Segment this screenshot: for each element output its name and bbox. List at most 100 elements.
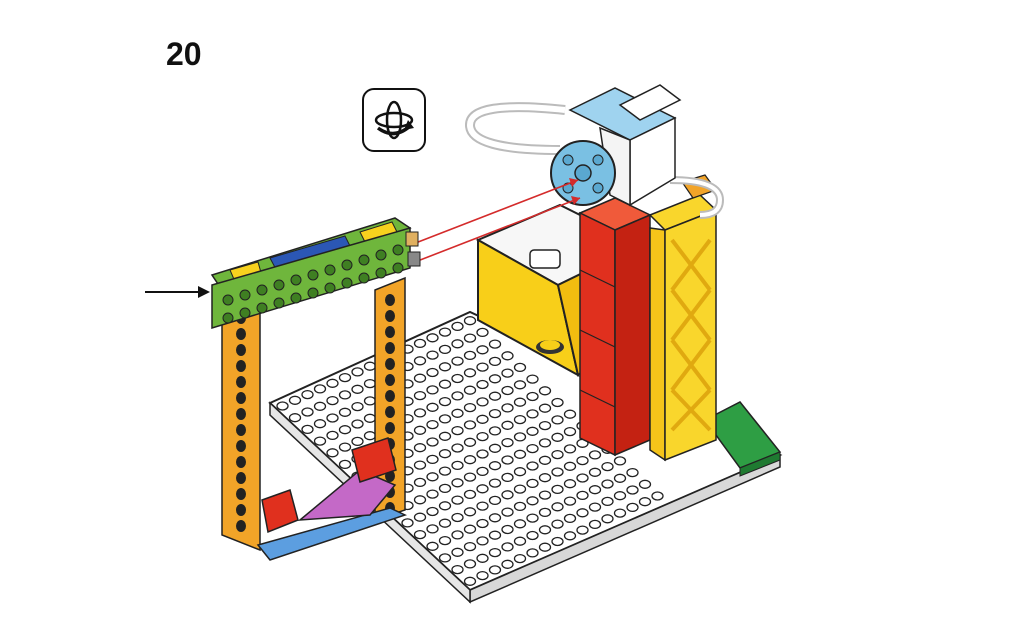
plate-stud <box>351 367 364 377</box>
plate-stud <box>576 508 589 518</box>
plate-stud <box>563 531 577 541</box>
plate-stud <box>438 518 452 528</box>
beam-hole <box>385 310 395 322</box>
plate-stud <box>613 491 627 501</box>
plate-stud <box>563 444 577 454</box>
plate-stud <box>313 419 327 429</box>
plate-stud <box>438 327 452 337</box>
plate-stud <box>413 356 427 366</box>
plate-stud <box>513 553 527 564</box>
plate-stud <box>488 339 502 349</box>
plate-stud <box>463 507 477 517</box>
plate-stud <box>351 419 364 429</box>
plate-stud <box>476 553 489 563</box>
plate-stud <box>451 530 464 540</box>
plate-stud <box>488 374 502 384</box>
plate-stud <box>438 414 452 424</box>
plate-stud <box>551 467 564 477</box>
plate-stud <box>501 472 514 483</box>
plate-stud <box>313 401 327 411</box>
plate-stud <box>338 372 352 383</box>
plate-stud <box>351 401 364 412</box>
plate-stud <box>551 502 564 512</box>
plate-stud <box>463 333 477 343</box>
plate-stud <box>451 339 464 349</box>
plate-stud <box>413 529 427 540</box>
plate-stud <box>426 402 439 412</box>
beam-hole <box>307 287 319 299</box>
plate-stud <box>413 460 427 470</box>
plate-stud <box>363 431 377 441</box>
plate-stud <box>463 455 477 465</box>
plate-stud <box>526 374 539 384</box>
beam-hole <box>341 259 353 271</box>
beam-hole <box>290 292 302 304</box>
plate-stud <box>638 479 652 489</box>
plate-stud <box>488 513 502 523</box>
plate-stud <box>363 361 377 371</box>
plate-stud <box>438 535 452 546</box>
beam-hole <box>236 392 246 404</box>
plate-stud <box>488 530 502 540</box>
plate-stud <box>426 524 439 534</box>
plate-stud <box>551 449 564 460</box>
plate-stud <box>576 473 589 483</box>
plate-stud <box>326 378 339 388</box>
plate-stud <box>451 321 464 332</box>
plate-stud <box>563 479 577 489</box>
plate-stud <box>476 414 489 424</box>
beam-hole <box>222 294 234 306</box>
beam-hole <box>236 376 246 388</box>
plate-stud <box>563 496 577 506</box>
plate-stud <box>426 489 439 499</box>
plate-stud <box>513 380 527 390</box>
plate-stud <box>613 473 627 483</box>
plate-stud <box>363 396 377 406</box>
plate-stud <box>538 403 552 413</box>
plate-stud <box>426 333 439 343</box>
plate-stud <box>451 356 464 366</box>
plate-stud <box>463 472 477 482</box>
plate-stud <box>463 489 477 500</box>
rotate-model-icon <box>362 88 426 152</box>
plate-stud <box>563 461 577 471</box>
plate-stud <box>513 519 527 529</box>
plate-stud <box>526 548 539 558</box>
beam-hole <box>236 488 246 500</box>
beam-hole <box>236 504 246 516</box>
plate-stud <box>626 467 639 478</box>
plate-stud <box>476 466 489 477</box>
beam-hole <box>273 297 285 309</box>
beam-hole <box>236 408 246 420</box>
plate-stud <box>513 432 527 442</box>
plate-stud <box>338 459 352 470</box>
beam-hole <box>307 269 319 281</box>
plate-stud <box>563 426 577 437</box>
plate-stud <box>413 338 427 349</box>
plate-stud <box>501 368 514 378</box>
plate-stud <box>438 379 452 389</box>
plate-stud <box>576 525 589 535</box>
plate-stud <box>451 478 464 488</box>
plate-stud <box>538 386 552 396</box>
plate-stud <box>313 436 327 446</box>
arrow-right-icon <box>145 286 210 298</box>
plate-stud <box>413 512 427 522</box>
beam-hole <box>385 358 395 370</box>
plate-stud <box>451 373 464 384</box>
plate-stud <box>451 460 464 471</box>
motor-cables <box>464 102 725 219</box>
plate-stud <box>613 456 627 466</box>
frame-assembly <box>210 217 421 561</box>
plate-stud <box>351 436 364 447</box>
plate-stud <box>301 389 314 400</box>
plate-stud <box>626 485 639 495</box>
plate-stud <box>501 420 514 430</box>
beam-hole <box>358 272 370 284</box>
plate-stud <box>488 478 502 488</box>
plate-stud <box>463 316 477 326</box>
plate-stud <box>451 443 464 453</box>
plate-stud <box>526 461 539 471</box>
beam-hole <box>385 326 395 338</box>
